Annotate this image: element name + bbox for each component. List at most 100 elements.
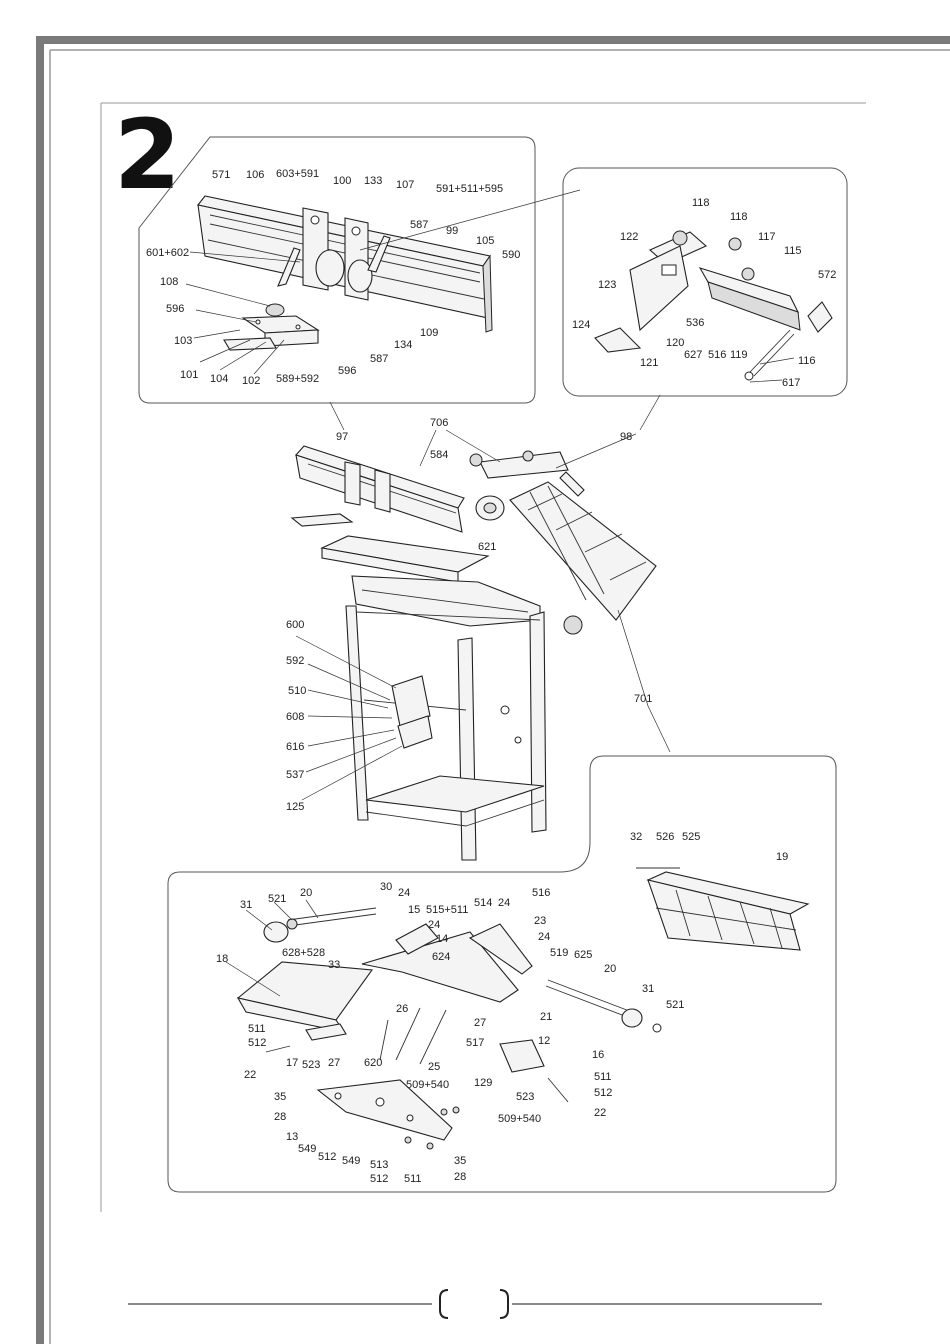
callout: 23 bbox=[534, 915, 546, 927]
callout: 18 bbox=[216, 953, 228, 965]
callout: 536 bbox=[686, 317, 704, 329]
callout: 537 bbox=[286, 769, 304, 781]
guard-arm-drawing bbox=[594, 230, 833, 381]
callout: 592 bbox=[286, 655, 304, 667]
callout: 512 bbox=[248, 1037, 266, 1049]
callout: 104 bbox=[210, 373, 228, 385]
callout: 119 bbox=[730, 349, 748, 361]
callout: 21 bbox=[540, 1011, 552, 1023]
callout: 587 bbox=[410, 219, 428, 231]
callout: 514 bbox=[474, 897, 492, 909]
callout: 510 bbox=[288, 685, 306, 697]
cover-drawing bbox=[636, 867, 810, 951]
callouts-middle: 97 706 98 584 621 600 592 510 608 616 53… bbox=[286, 417, 652, 813]
callout: 15 bbox=[408, 904, 420, 916]
callout: 121 bbox=[640, 357, 658, 369]
callout: 31 bbox=[642, 983, 654, 995]
callout: 571 bbox=[212, 169, 230, 181]
callout: 512 bbox=[370, 1173, 388, 1185]
callout: 120 bbox=[666, 337, 684, 349]
callout: 515+511 bbox=[426, 904, 468, 916]
callout: 526 bbox=[656, 831, 674, 843]
callout: 134 bbox=[394, 339, 412, 351]
callout: 596 bbox=[166, 303, 184, 315]
callout: 118 bbox=[730, 211, 748, 223]
callout: 621 bbox=[478, 541, 496, 553]
callout: 512 bbox=[318, 1151, 336, 1163]
callouts-bottom: 31 521 20 30 24 15 515+511 514 24 516 23… bbox=[216, 881, 684, 1185]
fence-drawing bbox=[197, 195, 493, 351]
callout: 99 bbox=[446, 225, 458, 237]
callouts-top-right: 118 118 122 117 115 572 123 124 120 536 … bbox=[572, 197, 836, 389]
callout: 101 bbox=[180, 369, 198, 381]
callout: 591+511+595 bbox=[436, 183, 503, 195]
callout: 24 bbox=[428, 919, 440, 931]
callout: 587 bbox=[370, 353, 388, 365]
detail-frame-guard bbox=[562, 167, 848, 397]
main-assembly-drawing bbox=[290, 445, 657, 861]
callout: 624 bbox=[432, 951, 450, 963]
callout: 511 bbox=[248, 1023, 266, 1035]
callout: 20 bbox=[300, 887, 312, 899]
footer bbox=[128, 1289, 822, 1319]
callout: 117 bbox=[758, 231, 776, 243]
callout: 572 bbox=[818, 269, 836, 281]
callout: 516 bbox=[532, 887, 550, 899]
callout: 116 bbox=[798, 355, 816, 367]
callout: 100 bbox=[333, 175, 351, 187]
callout: 549 bbox=[342, 1155, 360, 1167]
callout: 625 bbox=[574, 949, 592, 961]
callout: 31 bbox=[240, 899, 252, 911]
callout: 106 bbox=[246, 169, 264, 181]
callout: 12 bbox=[538, 1035, 550, 1047]
callout: 19 bbox=[776, 851, 788, 863]
callout: 24 bbox=[398, 887, 410, 899]
callout: 603+591 bbox=[276, 168, 319, 180]
callout: 102 bbox=[242, 375, 260, 387]
callout: 107 bbox=[396, 179, 414, 191]
callout: 24 bbox=[498, 897, 510, 909]
callout: 109 bbox=[420, 327, 438, 339]
callout: 123 bbox=[598, 279, 616, 291]
callout: 14 bbox=[436, 933, 448, 945]
callout: 27 bbox=[474, 1017, 486, 1029]
callout: 17 bbox=[286, 1057, 298, 1069]
callout: 125 bbox=[286, 801, 304, 813]
detail-frame-cover bbox=[167, 755, 837, 1193]
callout: 30 bbox=[380, 881, 392, 893]
callout: 523 bbox=[516, 1091, 534, 1103]
callout: 516 bbox=[708, 349, 726, 361]
callout: 590 bbox=[502, 249, 520, 261]
callout: 513 bbox=[370, 1159, 388, 1171]
callout: 115 bbox=[784, 245, 802, 257]
detail-frame-fence bbox=[138, 136, 536, 404]
callout: 103 bbox=[174, 335, 192, 347]
callout: 512 bbox=[594, 1087, 612, 1099]
callout: 35 bbox=[454, 1155, 466, 1167]
callouts-right-small: 32 526 525 19 bbox=[630, 831, 788, 863]
callout: 24 bbox=[538, 931, 550, 943]
callout: 118 bbox=[692, 197, 710, 209]
callout: 509+540 bbox=[406, 1079, 449, 1091]
callout: 600 bbox=[286, 619, 304, 631]
callout: 596 bbox=[338, 365, 356, 377]
callout: 26 bbox=[396, 1003, 408, 1015]
callout: 521 bbox=[666, 999, 684, 1011]
callout: 13 bbox=[286, 1131, 298, 1143]
callout: 16 bbox=[592, 1049, 604, 1061]
callout: 509+540 bbox=[498, 1113, 541, 1125]
callout: 525 bbox=[682, 831, 700, 843]
callout: 27 bbox=[328, 1057, 340, 1069]
callout: 22 bbox=[594, 1107, 606, 1119]
callout: 620 bbox=[364, 1057, 382, 1069]
figure-number: 2 bbox=[114, 99, 181, 211]
callout: 584 bbox=[430, 449, 448, 461]
callouts-top-left: 571 106 603+591 100 133 107 591+511+595 … bbox=[146, 168, 520, 387]
callout: 617 bbox=[782, 377, 800, 389]
callout: 20 bbox=[604, 963, 616, 975]
callout: 22 bbox=[244, 1069, 256, 1081]
leader-lines bbox=[185, 189, 795, 997]
callout: 608 bbox=[286, 711, 304, 723]
callout: 124 bbox=[572, 319, 590, 331]
callout: 32 bbox=[630, 831, 642, 843]
